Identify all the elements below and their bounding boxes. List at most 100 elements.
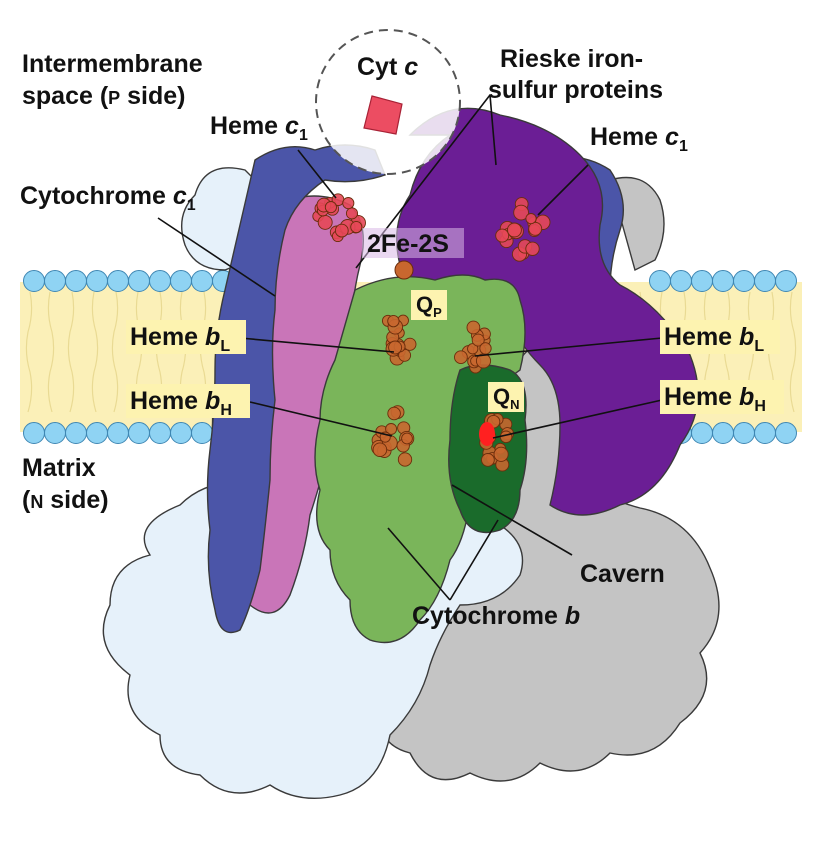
heme-bl-right-label: Heme bL [664, 323, 764, 355]
cytochrome-c [315, 29, 461, 175]
heme-bh-left-label: Heme bH [130, 387, 232, 419]
heme-atom [403, 337, 417, 351]
fe-s-cluster-ball [394, 260, 414, 280]
lipid-head-top [107, 270, 129, 292]
heme-atom [493, 446, 509, 462]
heme-atom [454, 350, 468, 365]
lipid-head-top [86, 270, 108, 292]
cavern-label: Cavern [580, 560, 665, 588]
heme-bl-left-label: Heme bL [130, 323, 230, 355]
heme-atom [506, 222, 522, 238]
heme-atom [495, 228, 510, 243]
lipid-head-bottom [170, 422, 192, 444]
heme-atom [513, 204, 529, 221]
heme-atom [471, 333, 485, 347]
heme-bl-right-cluster [454, 320, 492, 374]
cyt-c-heme-square [363, 95, 403, 135]
lipid-head-bottom [23, 422, 45, 444]
qp-label-bg [411, 290, 447, 320]
heme-atom [345, 207, 359, 220]
heme-atom [387, 314, 400, 328]
heme-c1-right-cluster [495, 197, 551, 262]
heme-atom [525, 213, 537, 225]
heme-atom [528, 221, 543, 236]
lipid-head-bottom [775, 422, 797, 444]
lipid-head-bottom [754, 422, 776, 444]
rieske-label-line2: sulfur proteins [488, 76, 663, 104]
qp-label: QP [416, 292, 442, 320]
gray-back-right [609, 176, 665, 272]
heme-atom [499, 430, 513, 444]
heme-bl-left-bg [126, 320, 246, 354]
heme-atom [387, 406, 401, 421]
cytochrome-c1-label: Cytochrome c1 [20, 182, 196, 214]
fe-s-label: 2Fe-2S [367, 230, 449, 258]
lipid-head-bottom [712, 422, 734, 444]
heme-atom [350, 220, 363, 234]
lipid-head-top [44, 270, 66, 292]
cytochrome-b-label: Cytochrome b [412, 602, 580, 630]
lipid-head-bottom [191, 422, 213, 444]
lipid-head-bottom [128, 422, 150, 444]
fe-s-label-bg [362, 228, 464, 258]
lipid-head-bottom [733, 422, 755, 444]
heme-atom [317, 214, 333, 230]
qn-label-bg [488, 382, 524, 412]
heme-atom [388, 340, 403, 355]
heme-atom [372, 442, 388, 457]
heme-atom [334, 223, 349, 238]
intermembrane-label-line2: space (P side) [22, 82, 185, 110]
lipid-head-top [191, 270, 213, 292]
lipid-head-top [128, 270, 150, 292]
heme-bh-right-label: Heme bH [664, 383, 766, 415]
qn-bound-quinone [479, 422, 495, 446]
lipid-head-bottom [86, 422, 108, 444]
lipid-head-top [649, 270, 671, 292]
lipid-head-top [691, 270, 713, 292]
lipid-head-bottom [149, 422, 171, 444]
cytochrome-c1-blue-subunit [206, 144, 386, 634]
heme-atom [401, 432, 413, 445]
lipid-head-top [149, 270, 171, 292]
heme-clusters [312, 193, 551, 472]
lipid-head-top [712, 270, 734, 292]
heme-atom [481, 453, 495, 467]
heme-c1-right-label: Heme c1 [590, 123, 688, 155]
lipid-head-bottom [44, 422, 66, 444]
lipid-head-bottom [107, 422, 129, 444]
heme-atom [397, 452, 413, 467]
lipid-head-bottom [65, 422, 87, 444]
heme-atom [466, 320, 481, 335]
lipid-head-top [65, 270, 87, 292]
heme-atom [342, 197, 355, 210]
lipid-head-top [775, 270, 797, 292]
protein-complex [102, 107, 720, 800]
heme-bh-left-bg [126, 384, 250, 418]
labels: Intermembrane space (P side) Matrix (N s… [20, 45, 784, 630]
rieske-label-line1: Rieske iron- [500, 45, 643, 73]
lipid-head-top [23, 270, 45, 292]
lipid-head-top [754, 270, 776, 292]
lipid-head-top [670, 270, 692, 292]
heme-atom [467, 343, 479, 355]
heme-bh-right-bg [660, 380, 784, 414]
leader-lines [157, 94, 663, 601]
heme-atom [525, 241, 540, 256]
lipid-head-top [733, 270, 755, 292]
cyt-c-label: Cyt c [357, 53, 418, 81]
matrix-label-line1: Matrix [22, 454, 96, 482]
heme-atom [385, 423, 398, 435]
lipid-head-top [170, 270, 192, 292]
lipid-head-bottom [691, 422, 713, 444]
heme-atom [479, 342, 492, 355]
heme-bl-right-bg [660, 320, 780, 354]
intermembrane-label-line1: Intermembrane [22, 50, 203, 78]
matrix-label-line2: (N side) [22, 486, 109, 514]
heme-bl-left-cluster [381, 314, 417, 366]
lipid-heads [23, 270, 797, 444]
heme-c1-left-label: Heme c1 [210, 112, 308, 144]
qn-label: QN [493, 384, 520, 412]
heme-c1-left-cluster [312, 193, 366, 243]
heme-atom [324, 201, 337, 214]
